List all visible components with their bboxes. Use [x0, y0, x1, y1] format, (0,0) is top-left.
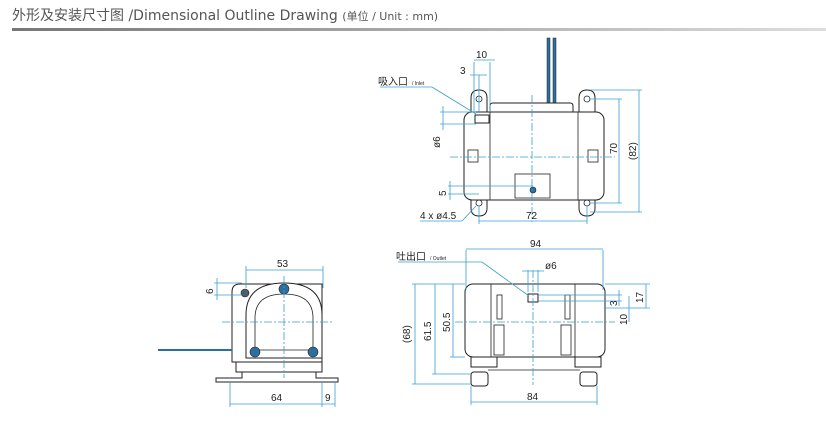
dim-94: 94 [530, 239, 542, 250]
inlet-port [474, 114, 490, 124]
dim-53: 53 [277, 259, 289, 270]
dim-5: 5 [438, 190, 449, 196]
dim-3-outlet: 3 [609, 300, 620, 306]
dim-10: 10 [476, 50, 488, 61]
inlet-label-en: / Inlet [412, 81, 425, 87]
dim-68: (68) [402, 325, 413, 343]
dim-d6-inlet: ø6 [432, 136, 443, 148]
title-divider [12, 28, 826, 31]
foot-right [579, 371, 598, 387]
screw-icon [240, 288, 250, 298]
outlet-label-en: / Outlet [430, 256, 447, 262]
top-view: 10 3 吸入口 / Inlet ø6 5 4 x ø4.5 72 70 (82… [378, 37, 642, 224]
dim-61-5: 61.5 [423, 321, 434, 341]
screw-icon [249, 346, 261, 358]
dim-6: 6 [205, 288, 216, 294]
title-text: 外形及安装尺寸图 /Dimensional Outline Drawing [12, 8, 338, 24]
mounting-bracket [215, 371, 339, 383]
dim-9: 9 [325, 393, 331, 404]
dim-holes: 4 x ø4.5 [420, 211, 457, 222]
dim-3: 3 [460, 66, 466, 77]
dim-10-outlet: 10 [619, 313, 630, 325]
outlet-label: 吐出口 [396, 250, 426, 263]
dim-64: 64 [271, 393, 283, 404]
dim-72: 72 [526, 211, 538, 222]
side-view: 53 6 64 9 [158, 259, 339, 407]
lead-wires [546, 37, 557, 105]
screw-icon [307, 346, 319, 358]
unit-note: (单位 / Unit : mm) [342, 10, 439, 23]
dim-70: 70 [609, 142, 620, 154]
pump-body [463, 111, 605, 201]
dim-82: (82) [628, 142, 639, 160]
screw-icon [529, 186, 537, 194]
inlet-label: 吸入口 [378, 77, 408, 88]
page-title: 外形及安装尺寸图 /Dimensional Outline Drawing (单… [12, 5, 438, 25]
dim-d6-outlet: ø6 [545, 261, 557, 272]
front-view: 94 吐出口 / Outlet ø6 (68) 61.5 50.5 3 10 1… [396, 239, 650, 405]
dim-84: 84 [527, 392, 539, 403]
foot-left [470, 371, 489, 387]
dim-17: 17 [635, 291, 646, 303]
dim-50-5: 50.5 [442, 312, 453, 332]
